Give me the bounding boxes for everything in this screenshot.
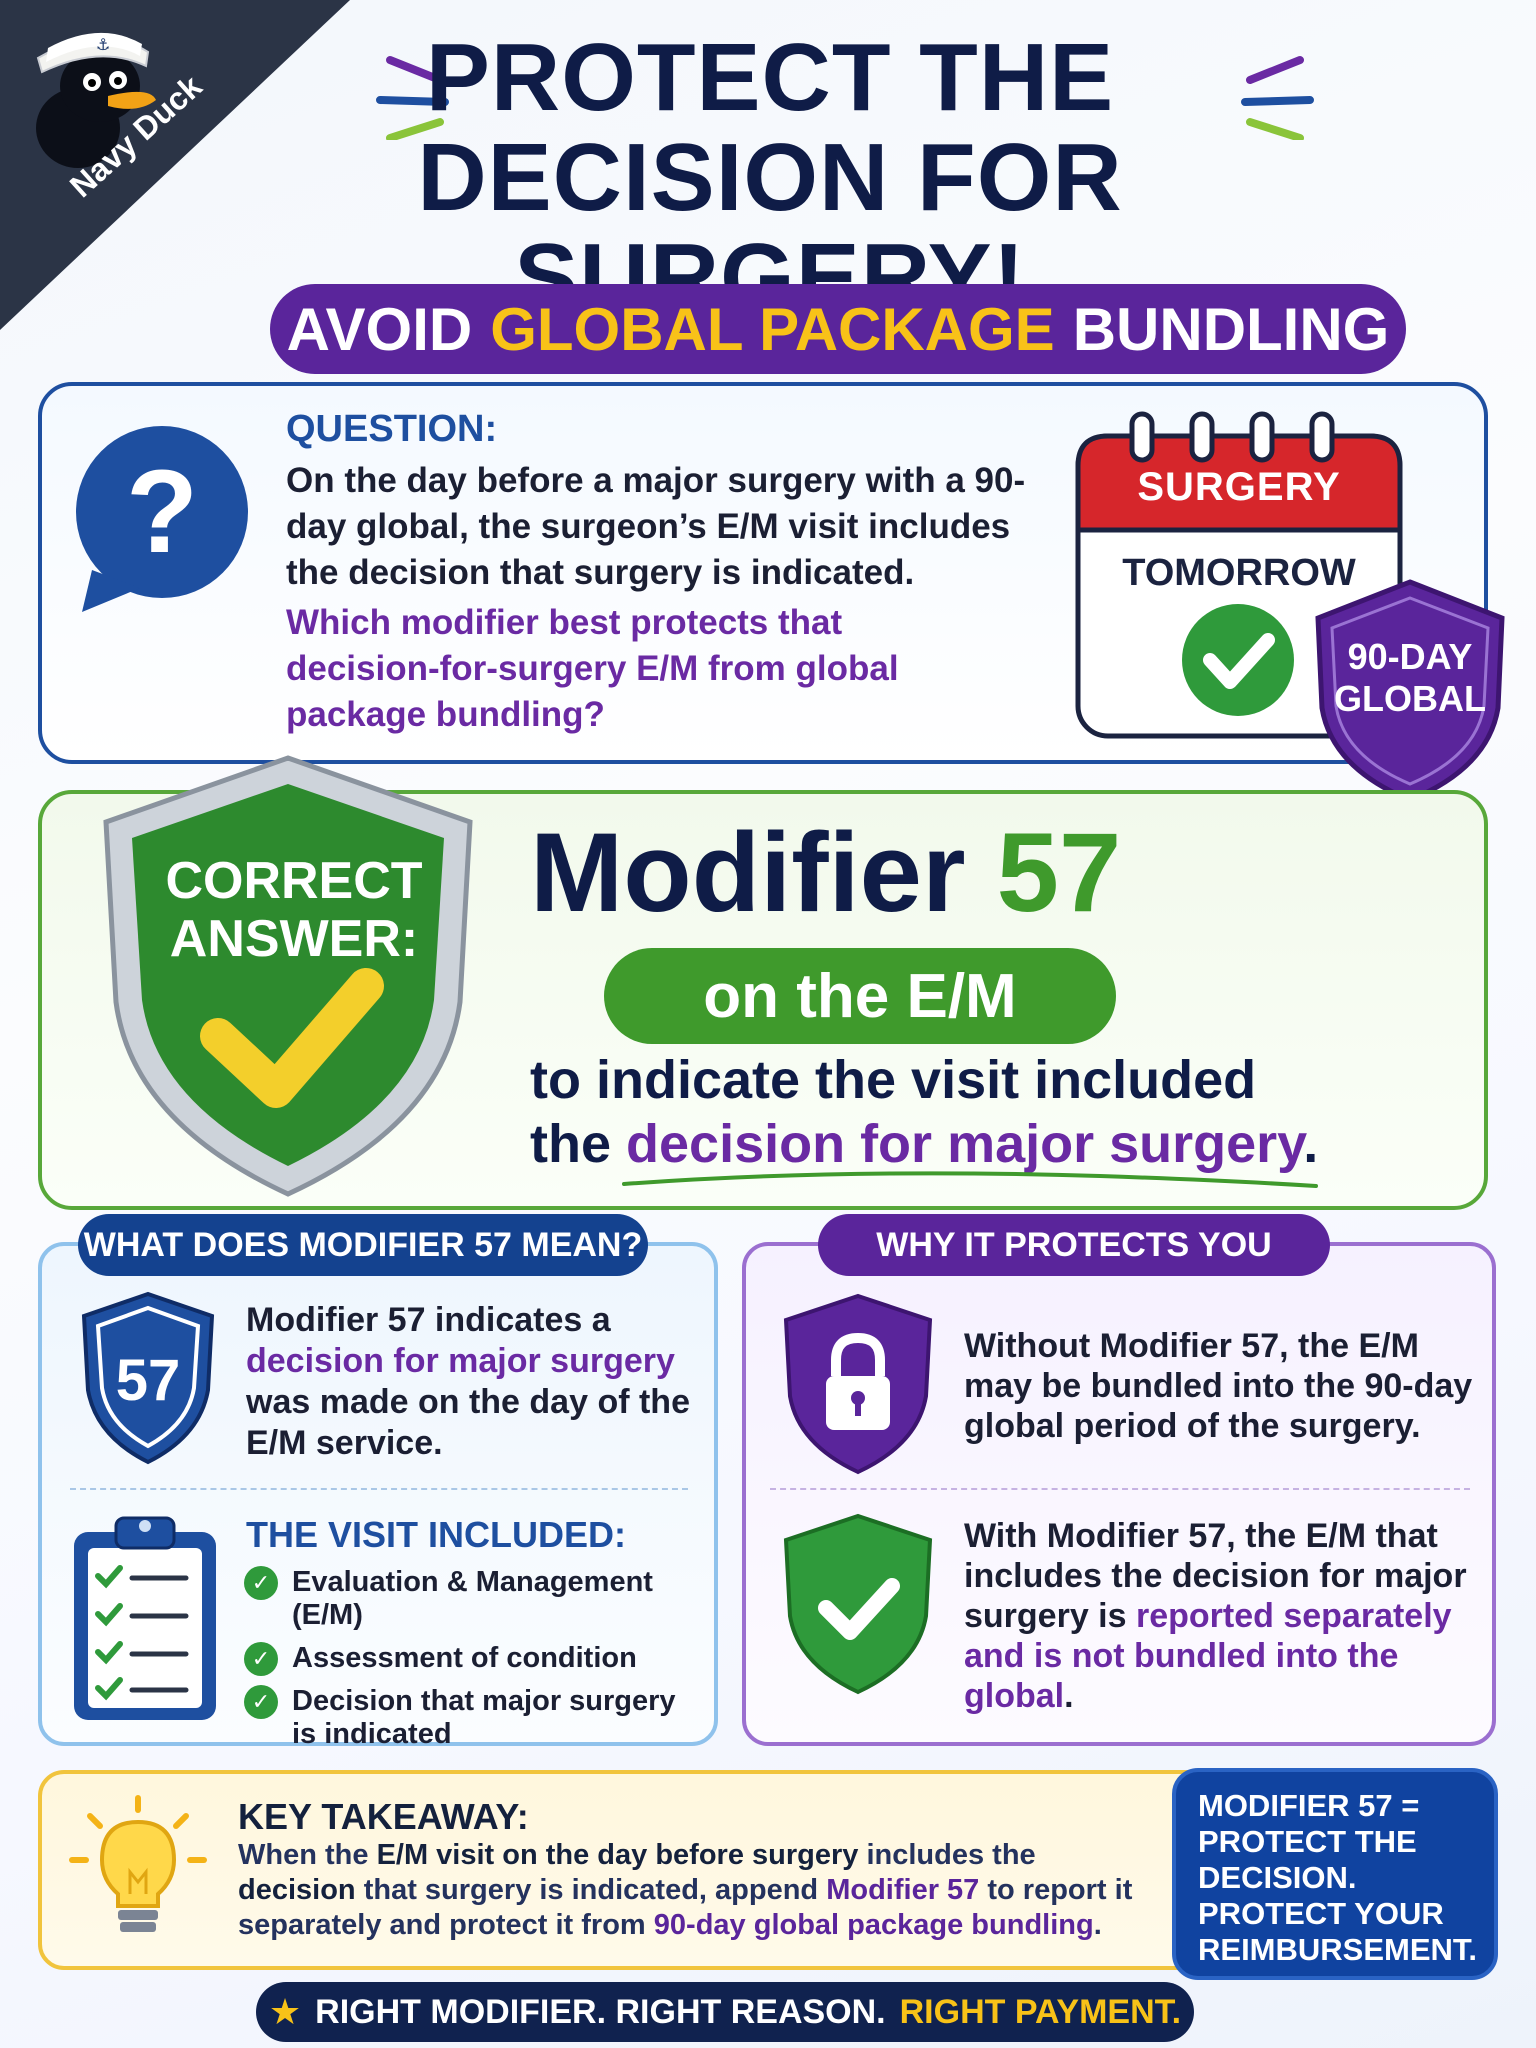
- meaning-text: Modifier 57 indicates a decision for maj…: [246, 1300, 696, 1464]
- check-icon: ✓: [244, 1642, 278, 1676]
- modifier-word: Modifier: [530, 810, 966, 935]
- kt-5: that surgery is indicated, append: [363, 1874, 819, 1906]
- answer-line-2: the decision for major surgery.: [530, 1112, 1430, 1176]
- calendar-icon: [1075, 411, 1403, 739]
- meaning-highlight: decision for major surgery: [246, 1342, 675, 1380]
- brand-corner-ribbon: ⚓: [0, 0, 350, 330]
- check-icon: ✓: [244, 1685, 278, 1719]
- question-text: On the day before a major surgery with a…: [286, 461, 1026, 592]
- page-title: PROTECT THE DECISION FOR SURGERY!: [417, 24, 1123, 331]
- answer-line-end: .: [1303, 1114, 1319, 1174]
- why-divider: [770, 1488, 1470, 1490]
- meaning-line-3: was made on the day of the E/M service.: [246, 1383, 690, 1462]
- question-label: QUESTION:: [286, 408, 498, 450]
- subtitle-banner: AVOID GLOBAL PACKAGE BUNDLING: [270, 284, 1406, 374]
- answer-line-the: the: [530, 1114, 611, 1174]
- calendar-sub: TOMORROW: [1122, 552, 1356, 594]
- on-em-pill: on the E/M: [604, 948, 1116, 1044]
- why-point-1: Without Modifier 57, the E/M may be bund…: [964, 1327, 1473, 1445]
- meaning-tab: WHAT DOES MODIFIER 57 MEAN?: [78, 1214, 648, 1276]
- list-item: ✓ Assessment of condition: [244, 1642, 704, 1676]
- meaning-divider: [70, 1488, 688, 1490]
- subtitle-pre: AVOID: [286, 295, 473, 363]
- underline-swoosh-icon: [622, 1171, 1318, 1188]
- visit-item-label: Evaluation & Management (E/M): [292, 1566, 653, 1631]
- list-item: ✓ Decision that major surgery is indicate…: [244, 1685, 704, 1751]
- footer-highlight: RIGHT PAYMENT.: [899, 1992, 1182, 2031]
- why-tab: WHY IT PROTECTS YOU: [818, 1214, 1330, 1276]
- visit-item-label: Assessment of condition: [292, 1642, 637, 1674]
- why-point-2-end: .: [1064, 1677, 1074, 1715]
- kt-7: to report it separately and protect it f…: [238, 1874, 1133, 1941]
- lock-shield-icon: [783, 1293, 933, 1475]
- calendar-header: SURGERY: [1137, 465, 1341, 509]
- answer-highlight: decision for major surgery: [626, 1114, 1304, 1174]
- svg-text:?: ?: [126, 446, 198, 578]
- global-shield-icon: [1315, 579, 1505, 803]
- kt-1: When the: [238, 1839, 369, 1871]
- kt-8: 90-day global package bundling: [653, 1909, 1094, 1941]
- footer-banner: ★ RIGHT MODIFIER. RIGHT REASON. RIGHT PA…: [256, 1982, 1194, 2042]
- correct-shield-icon: [103, 755, 473, 1197]
- subtitle-post: BUNDLING: [1072, 295, 1390, 363]
- modifier-57-shield-icon: 57: [81, 1291, 215, 1465]
- key-takeaway-card: [38, 1770, 1288, 1970]
- check-icon: ✓: [244, 1566, 278, 1600]
- navy-duck-mascot-icon: ⚓: [36, 32, 156, 168]
- why-point-2: With Modifier 57, the E/M that includes …: [964, 1516, 1484, 1716]
- global-badge-text: 90-DAY GLOBAL: [1334, 636, 1486, 719]
- subtitle-highlight: GLOBAL PACKAGE: [490, 295, 1055, 363]
- question-bubble-icon: ?: [76, 426, 248, 612]
- answer-line-1: to indicate the visit included: [530, 1050, 1257, 1110]
- kt-3: includes the: [866, 1839, 1036, 1871]
- check-shield-icon: [783, 1513, 933, 1695]
- why-point-2-text: With Modifier 57, the E/M that includes …: [964, 1517, 1467, 1635]
- visit-heading: THE VISIT INCLUDED:: [246, 1514, 627, 1555]
- clipboard-checklist-icon: [74, 1516, 216, 1720]
- modifier-headline: Modifier 57: [530, 808, 1121, 937]
- spark-right-icon: [1241, 56, 1314, 140]
- kt-9: .: [1093, 1909, 1102, 1941]
- footer-text: RIGHT MODIFIER. RIGHT REASON.: [315, 1992, 886, 2031]
- modifier-number: 57: [996, 810, 1122, 935]
- question-ask: Which modifier best protects that decisi…: [286, 603, 899, 734]
- spark-left-icon: [376, 56, 449, 140]
- correct-answer-label: CORRECT ANSWER:: [165, 852, 423, 968]
- badge-number: 57: [116, 1348, 181, 1413]
- visit-list: ✓ Evaluation & Management (E/M) ✓ Assessme…: [244, 1566, 704, 1761]
- visit-item-label: Decision that major surgery is indicated: [292, 1685, 676, 1750]
- lightbulb-icon: [69, 1795, 207, 1932]
- star-icon: ★: [268, 1991, 302, 2032]
- key-takeaway-heading: KEY TAKEAWAY:: [238, 1796, 529, 1837]
- answer-explanation: to indicate the visit included the decis…: [530, 1048, 1430, 1176]
- why-point-2-highlight: reported separately and is not bundled i…: [964, 1597, 1452, 1715]
- slogan-box: MODIFIER 57 = PROTECT THE DECISION. PROT…: [1172, 1768, 1498, 1980]
- kt-2: E/M visit on the day before surgery: [376, 1839, 859, 1871]
- key-takeaway-text: When the E/M visit on the day before sur…: [238, 1838, 1158, 1943]
- svg-text:⚓: ⚓: [96, 35, 110, 54]
- kt-4: decision: [238, 1874, 356, 1906]
- meaning-line-1: Modifier 57 indicates a: [246, 1301, 611, 1339]
- list-item: ✓ Evaluation & Management (E/M): [244, 1566, 704, 1632]
- kt-6: Modifier 57: [826, 1874, 980, 1906]
